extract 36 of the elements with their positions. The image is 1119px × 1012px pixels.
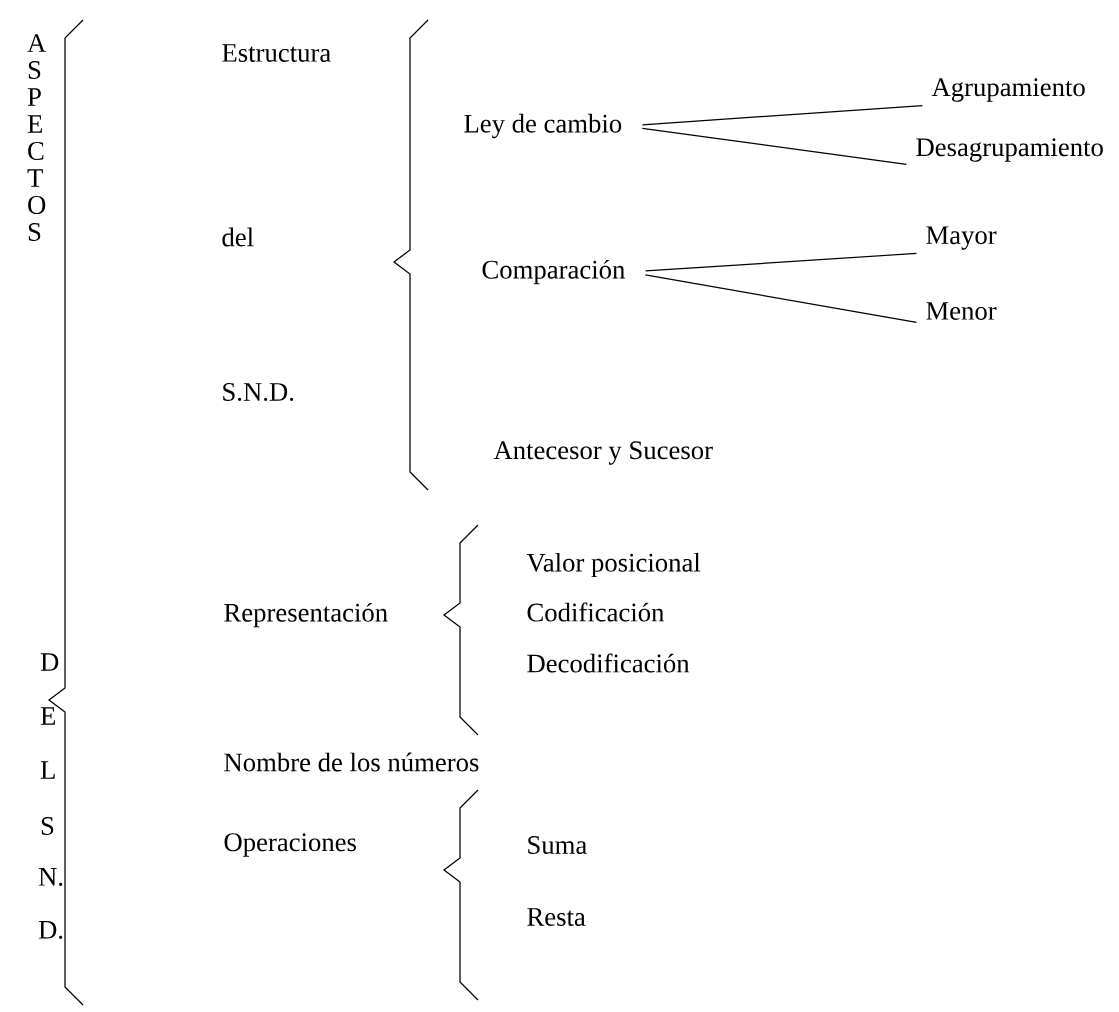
- vertical-letter: C: [28, 142, 44, 160]
- topic-text: Nombre de los números: [224, 752, 479, 772]
- topic-text: Ley de cambio: [464, 113, 622, 139]
- vertical-letter: S: [28, 223, 41, 241]
- branch-line: [641, 104, 924, 126]
- topic-text: S.N.D.: [223, 383, 294, 402]
- topic-text: Codificación: [527, 602, 665, 622]
- vertical-letter: D: [40, 653, 59, 671]
- vertical-letter: A: [27, 34, 47, 52]
- topic-text: Desagrupamiento: [916, 138, 1103, 162]
- topic-text: Suma: [528, 836, 587, 854]
- topic-text: Resta: [527, 908, 586, 926]
- vertical-letter: E: [40, 707, 55, 725]
- vertical-letter: S: [28, 61, 41, 79]
- vertical-letter: T: [27, 169, 43, 187]
- vertical-letter: N.: [38, 868, 63, 886]
- topic-text: Decodificación: [527, 653, 690, 673]
- topic-text: Estructura: [222, 44, 331, 62]
- topic-text: Comparación: [482, 259, 625, 285]
- vertical-letter: D.: [38, 921, 63, 939]
- vertical-letter: P: [27, 88, 41, 106]
- topic-text: del: [222, 227, 254, 247]
- vertical-letter: E: [27, 115, 42, 133]
- topic-text: Antecesor y Sucesor: [493, 441, 713, 465]
- branch-line: [645, 252, 918, 272]
- topic-text: Menor: [926, 302, 997, 320]
- branch-line: [644, 274, 918, 323]
- topic-text: Valor posicional: [526, 552, 701, 578]
- topic-text: Mayor: [926, 226, 997, 250]
- vertical-letter: S: [41, 817, 54, 835]
- topic-text: Agrupamiento: [931, 78, 1085, 102]
- branch-line: [641, 127, 908, 166]
- topic-text: Representación: [224, 602, 388, 628]
- topic-text: Operaciones: [224, 833, 356, 857]
- vertical-letter: O: [28, 196, 46, 214]
- vertical-letter: L: [40, 761, 55, 779]
